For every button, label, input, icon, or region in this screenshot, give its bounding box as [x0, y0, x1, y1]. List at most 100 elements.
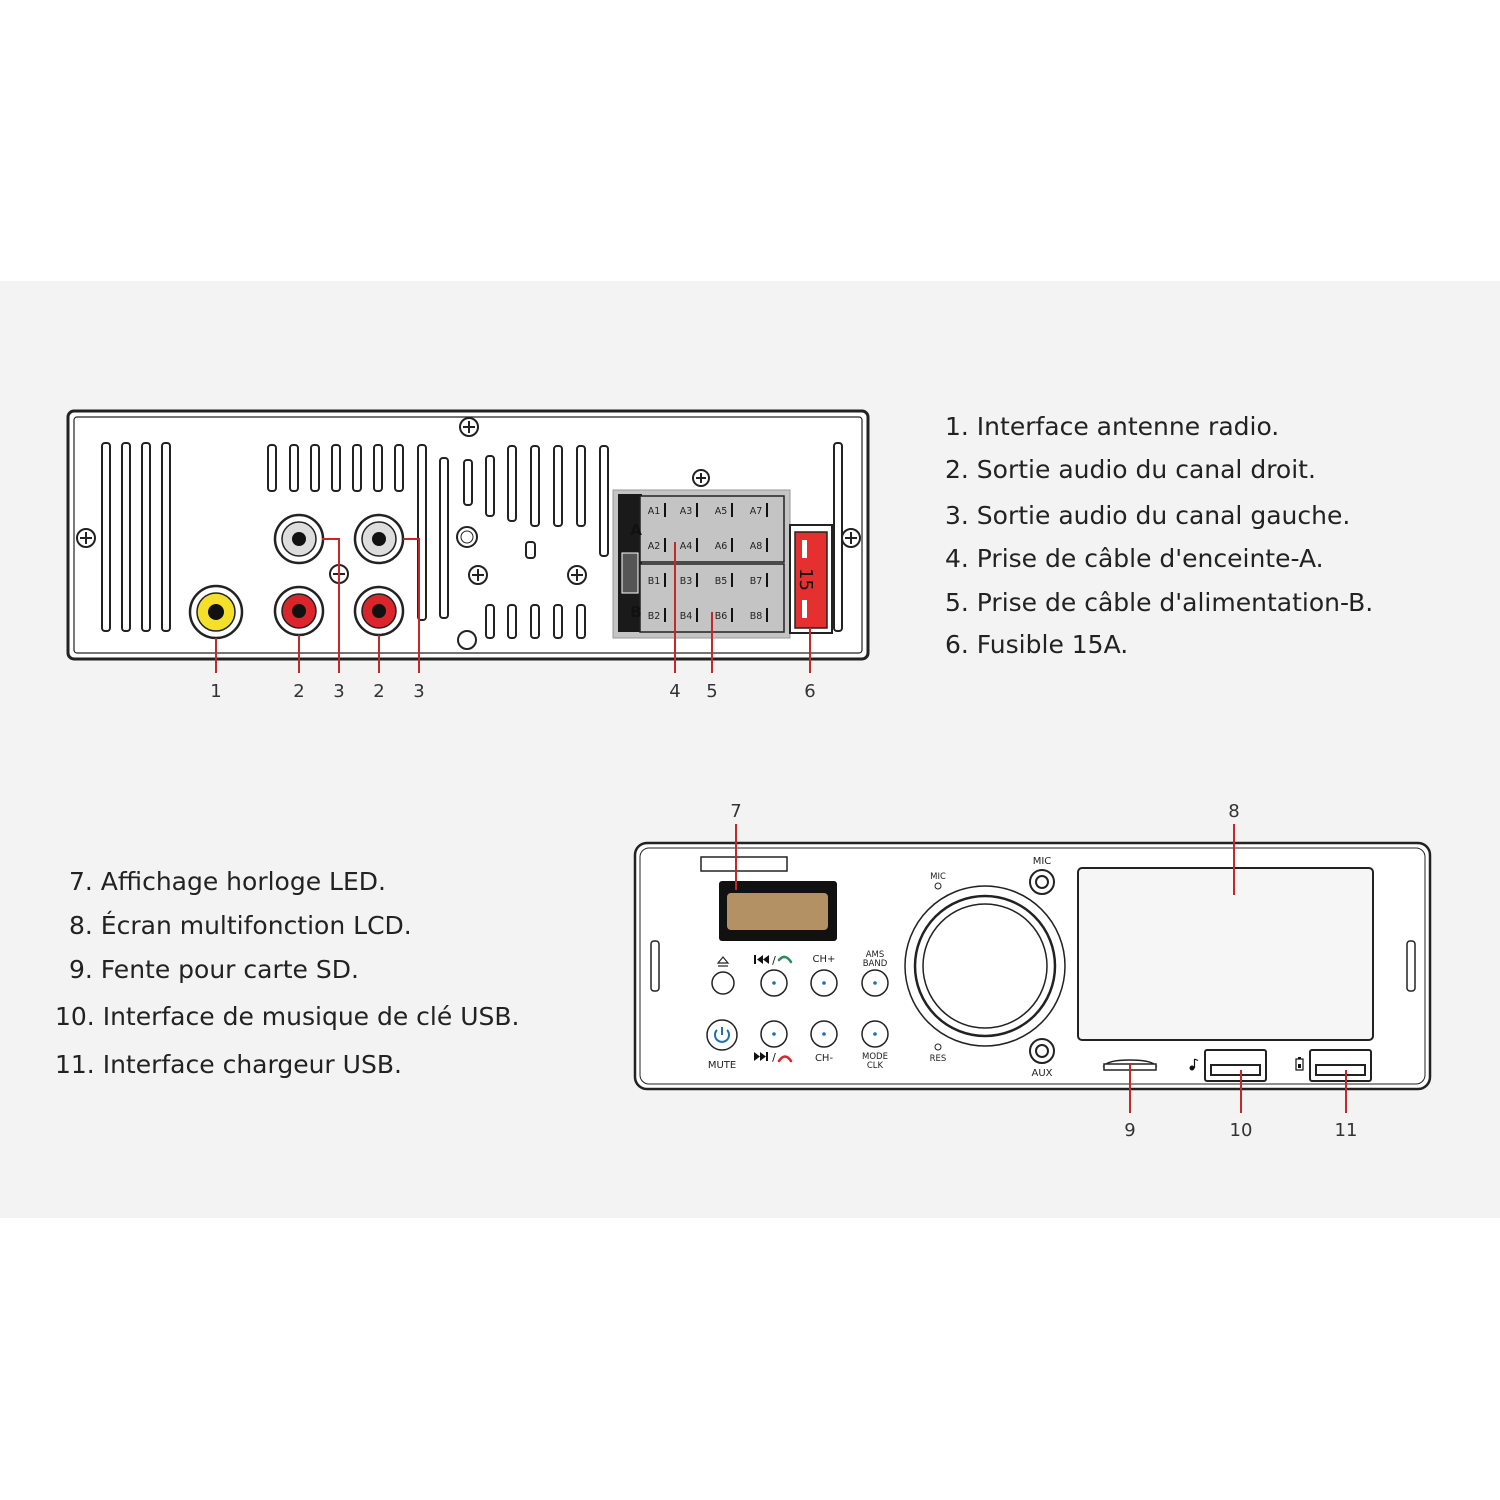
legend-item: 5. Prise de câble d'alimentation-B.: [945, 588, 1374, 617]
ams-band-button[interactable]: AMS BAND: [861, 950, 889, 997]
front-panel: / CH+ AMS BAND MUTE: [633, 801, 1432, 1141]
legend-item: 6. Fusible 15A.: [945, 630, 1129, 659]
next-hangup-icon: /: [754, 1051, 793, 1064]
connector-pin-label: B4: [680, 611, 693, 622]
connector-pin-label: B7: [750, 576, 763, 587]
connector-pin-contact: [696, 573, 698, 587]
next-hangup-button[interactable]: /: [754, 1020, 793, 1064]
mode-clk-button[interactable]: MODE CLK: [861, 1020, 889, 1071]
battery-icon: [1295, 1057, 1304, 1071]
legend-item: 1. Interface antenne radio.: [945, 412, 1280, 441]
callout-8: 8: [1228, 801, 1239, 822]
rca-jack-white: [353, 513, 405, 565]
res-label: RES: [930, 1054, 947, 1064]
fuse-label: 15: [795, 568, 816, 591]
mic-jack[interactable]: [1029, 869, 1055, 895]
connector-pin-contact: [696, 503, 698, 517]
connector-section-b: B: [630, 603, 641, 621]
callout-3: 3: [333, 681, 344, 702]
callout-7: 7: [730, 801, 741, 822]
connector-pin-label: B3: [680, 576, 693, 587]
ch-minus-button[interactable]: CH-: [810, 1020, 838, 1064]
connector-pin-label: A5: [715, 506, 728, 517]
led-clock-display: [719, 881, 837, 941]
connector-pin-contact: [696, 538, 698, 552]
connector-pin-contact: [664, 573, 666, 587]
legend-item: 10. Interface de musique de clé USB.: [55, 1002, 520, 1031]
prev-answer-button[interactable]: /: [754, 954, 793, 997]
usb-music-port[interactable]: [1204, 1049, 1267, 1082]
connector-pin-label: B1: [648, 576, 661, 587]
volume-knob[interactable]: [904, 885, 1066, 1047]
legend-item: 8. Écran multifonction LCD.: [69, 911, 412, 940]
connector-pin-label: A7: [750, 506, 763, 517]
mic-label: MIC: [1033, 856, 1052, 867]
callout-11: 11: [1335, 1120, 1358, 1141]
antenna-jack: [188, 584, 244, 640]
connector-pin-label: A1: [648, 506, 661, 517]
svg-text:/: /: [772, 1051, 776, 1064]
connector-pin-contact: [664, 608, 666, 622]
legend-item: 3. Sortie audio du canal gauche.: [945, 501, 1351, 530]
screw-icon: [692, 469, 710, 487]
connector-pin-label: B5: [715, 576, 728, 587]
legend-item: 7. Affichage horloge LED.: [69, 867, 386, 896]
connector-pin-contact: [731, 538, 733, 552]
connector-pin-label: A4: [680, 541, 693, 552]
connector-pin-label: B6: [715, 611, 728, 622]
connector-pin-contact: [766, 503, 768, 517]
callout-3: 3: [413, 681, 424, 702]
connector-pin-label: A8: [750, 541, 763, 552]
usb-charger-port[interactable]: [1309, 1049, 1372, 1082]
svg-text:/: /: [772, 954, 776, 967]
music-note-icon: [1189, 1058, 1199, 1071]
screw-icon: [76, 528, 96, 548]
ch-plus-label: CH+: [813, 954, 836, 965]
lcd-screen: [1077, 867, 1374, 1041]
clk-label: CLK: [867, 1061, 884, 1071]
power-mute-button[interactable]: MUTE: [706, 1019, 738, 1071]
legend-item: 4. Prise de câble d'enceinte-A.: [945, 544, 1324, 573]
screw-icon: [468, 565, 488, 585]
connector-pin-contact: [731, 503, 733, 517]
power-icon: [714, 1027, 730, 1043]
ams-label: AMS: [866, 950, 885, 960]
ch-plus-button[interactable]: CH+: [810, 954, 838, 997]
connector-pin-contact: [766, 608, 768, 622]
band-label: BAND: [863, 959, 888, 969]
legend-item: 9. Fente pour carte SD.: [69, 955, 359, 984]
ch-minus-label: CH-: [815, 1053, 834, 1064]
eject-icon: [716, 956, 730, 967]
aux-label: AUX: [1031, 1068, 1052, 1079]
connector-pin-contact: [696, 608, 698, 622]
prev-answer-icon: /: [754, 954, 793, 967]
screw-icon: [459, 417, 479, 437]
connector-section-a: A: [630, 521, 642, 539]
eject-button[interactable]: [711, 956, 735, 995]
connector-pin-contact: [766, 538, 768, 552]
callout-lines: [215, 538, 811, 673]
connector-pin-label: B2: [648, 611, 661, 622]
connector-pin-label: A3: [680, 506, 693, 517]
legend-item: 2. Sortie audio du canal droit.: [945, 455, 1316, 484]
connector-pin-contact: [664, 538, 666, 552]
connector-pin-contact: [766, 573, 768, 587]
screw-icon: [841, 528, 861, 548]
callout-6: 6: [804, 681, 815, 702]
connector-pin-contact: [664, 503, 666, 517]
connector-pin-label: A6: [715, 541, 728, 552]
connector-pin-contact: [731, 608, 733, 622]
fuse: 15: [789, 524, 833, 634]
rca-jack-white: [273, 513, 325, 565]
callout-2: 2: [373, 681, 384, 702]
rca-jack-red: [353, 585, 405, 637]
callout-5: 5: [706, 681, 717, 702]
callout-9: 9: [1124, 1120, 1135, 1141]
rca-jack-red: [273, 585, 325, 637]
aux-jack[interactable]: [1029, 1038, 1055, 1064]
callout-1: 1: [210, 681, 221, 702]
mode-label: MODE: [862, 1052, 888, 1062]
